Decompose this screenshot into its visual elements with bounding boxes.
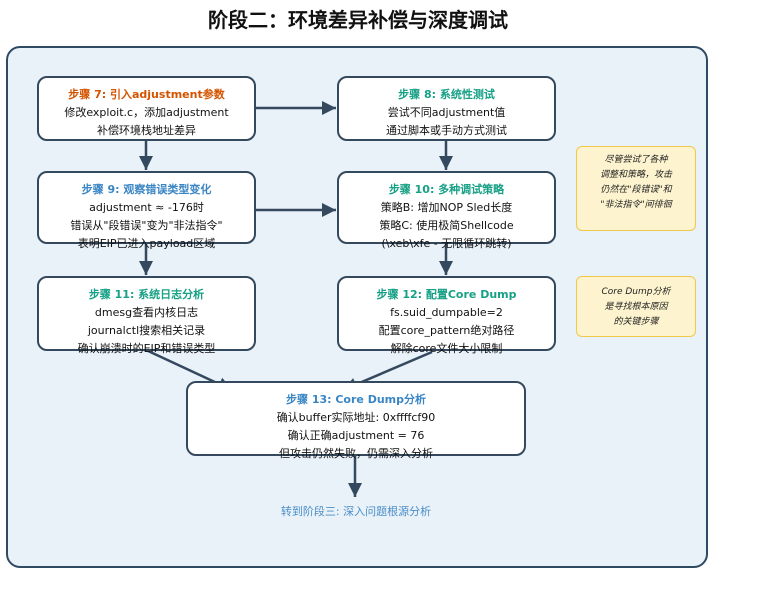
step-line: 策略B: 增加NOP Sled长度	[380, 201, 513, 214]
step-title: 步骤 11: 系统日志分析	[88, 288, 205, 301]
step-line: 错误从"段错误"变为"非法指令"	[70, 219, 223, 232]
step-13-box: 步骤 13: Core Dump分析 确认buffer实际地址: 0xffffc…	[186, 381, 526, 460]
step-title: 步骤 12: 配置Core Dump	[376, 288, 517, 301]
note-line: 调整和策略，攻击	[599, 170, 672, 180]
step-title: 步骤 10: 多种调试策略	[388, 183, 505, 196]
step-line: 修改exploit.c，添加adjustment	[64, 106, 229, 119]
page-title: 阶段二：环境差异补偿与深度调试	[208, 8, 508, 32]
step-title: 步骤 7: 引入adjustment参数	[68, 88, 225, 101]
step-line: 表明EIP已进入payload区域	[77, 237, 216, 250]
step-11-box: 步骤 11: 系统日志分析 dmesg查看内核日志 journalctl搜索相关…	[37, 276, 256, 355]
step-line: 确认正确adjustment = 76	[287, 429, 425, 442]
note-line: 尽管尝试了各种	[604, 155, 668, 165]
step-line: fs.suid_dumpable=2	[390, 306, 503, 319]
step-line: (\xeb\xfe - 无限循环跳转)	[381, 237, 512, 250]
step-line: 策略C: 使用极简Shellcode	[379, 219, 514, 232]
step-9-box: 步骤 9: 观察错误类型变化 adjustment ≈ -176时 错误从"段错…	[37, 171, 256, 250]
step-line: 尝试不同adjustment值	[387, 106, 506, 119]
note-core-dump: Core Dump分析 是寻找根本原因 的关键步骤	[576, 276, 696, 337]
note-line: 仍然在"段错误"和	[600, 185, 672, 195]
step-line: 补偿环境栈地址差异	[97, 124, 196, 137]
note-line: 的关键步骤	[613, 317, 659, 327]
step-line: 确认buffer实际地址: 0xffffcf90	[276, 411, 436, 424]
step-title: 步骤 13: Core Dump分析	[285, 393, 426, 406]
note-attempts: 尽管尝试了各种 调整和策略，攻击 仍然在"段错误"和 "非法指令"间徘徊	[576, 146, 696, 231]
step-title: 步骤 9: 观察错误类型变化	[81, 183, 212, 196]
step-line: adjustment ≈ -176时	[89, 201, 204, 214]
step-title: 步骤 8: 系统性测试	[398, 88, 495, 101]
step-12-box: 步骤 12: 配置Core Dump fs.suid_dumpable=2 配置…	[337, 276, 556, 355]
step-line: 配置core_pattern绝对路径	[378, 324, 515, 337]
next-phase-label: 转到阶段三: 深入问题根源分析	[280, 505, 432, 518]
step-line: 但攻击仍然失败，仍需深入分析	[279, 447, 433, 460]
step-line: dmesg查看内核日志	[94, 306, 199, 319]
note-line: 是寻找根本原因	[604, 302, 668, 312]
note-line: "非法指令"间徘徊	[600, 200, 672, 210]
note-line: Core Dump分析	[601, 287, 671, 297]
step-line: 通过脚本或手动方式测试	[386, 124, 507, 137]
step-line: 确认崩溃时的EIP和错误类型	[77, 342, 216, 355]
step-10-box: 步骤 10: 多种调试策略 策略B: 增加NOP Sled长度 策略C: 使用极…	[337, 171, 556, 250]
step-line: journalctl搜索相关记录	[87, 324, 206, 337]
step-7-box: 步骤 7: 引入adjustment参数 修改exploit.c，添加adjus…	[37, 76, 256, 141]
step-line: 解除core文件大小限制	[390, 342, 503, 355]
step-8-box: 步骤 8: 系统性测试 尝试不同adjustment值 通过脚本或手动方式测试	[337, 76, 556, 141]
